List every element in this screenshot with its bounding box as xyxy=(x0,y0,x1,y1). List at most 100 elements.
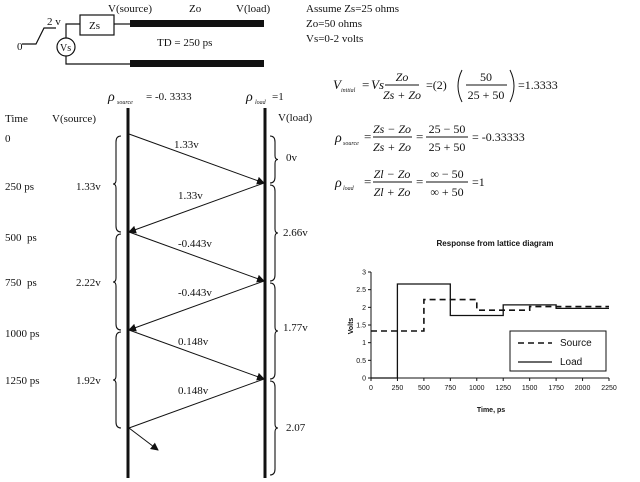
wave-label-1: 1.33v xyxy=(174,139,199,151)
eq1-f1-num: Zo xyxy=(396,70,409,84)
eq1-f2-den: 25 + 50 xyxy=(468,88,505,102)
chart-xlabel: Time, ps xyxy=(477,407,505,414)
eq1-f1-den: Zs + Zo xyxy=(383,88,421,102)
source-brace-1 xyxy=(112,233,122,331)
wave-label-4: -0.443v xyxy=(178,287,212,299)
wave-label-5: 0.148v xyxy=(178,336,209,348)
x-tick-label: 1750 xyxy=(548,385,564,392)
eq3-equals: = xyxy=(364,174,371,189)
legend-box xyxy=(509,330,607,372)
time-row-750: 750 ps xyxy=(5,277,37,289)
eq2-lhs: ρ xyxy=(334,131,342,146)
vload-column-header: V(load) xyxy=(278,112,313,124)
assumption-vs: Vs=0-2 volts xyxy=(306,33,363,45)
time-row-0: 0 xyxy=(5,133,11,145)
y-tick-label: 1 xyxy=(362,340,366,347)
x-tick-label: 1250 xyxy=(495,385,511,392)
series-source-line xyxy=(371,298,609,332)
x-tick-label: 0 xyxy=(369,385,373,392)
vsource-label: V(source) xyxy=(108,3,152,15)
rho-load-symbol: ρ xyxy=(245,90,253,105)
assumption-zo: Zo=50 ohms xyxy=(306,18,362,30)
response-chart: Response from lattice diagram Volts Time… xyxy=(348,239,617,414)
x-tick-label: 750 xyxy=(444,385,456,392)
y-tick-label: 2 xyxy=(362,305,366,312)
eq3-result: =1 xyxy=(472,175,485,189)
y-tick-label: 0.5 xyxy=(356,358,366,365)
eq3-f1-den: Zl + Zo xyxy=(374,185,411,199)
td-label: TD = 250 ps xyxy=(157,37,212,49)
source-braces xyxy=(112,135,122,429)
zs-box xyxy=(79,14,115,36)
y-tick-label: 0 xyxy=(362,376,366,383)
source-brace-0 xyxy=(112,135,122,233)
load-value-1: 2.66v xyxy=(283,227,308,239)
chart-legend: Source Load xyxy=(509,330,607,372)
eq1-mid: =(2) xyxy=(426,78,447,92)
eq1-lhs-sub: initial xyxy=(341,88,356,94)
equation-v-initial: V initial = Vs Zo Zs + Zo =(2) 50 25 + 5… xyxy=(333,69,558,103)
load-brace-2 xyxy=(269,282,279,380)
time-row-250: 250 ps xyxy=(5,181,34,193)
eq1-result: =1.3333 xyxy=(518,78,558,92)
wave-7 xyxy=(128,427,159,451)
load-value-3: 2.07 xyxy=(286,422,306,434)
eq1-f2-num: 50 xyxy=(480,70,492,84)
x-tick-label: 1000 xyxy=(469,385,485,392)
circuit-schematic xyxy=(22,14,130,65)
assumption-zs: Assume Zs=25 ohms xyxy=(306,3,399,15)
load-brace-3 xyxy=(269,380,279,476)
vsource-row-750: 2.22v xyxy=(76,277,101,289)
source-voltage-label: 2 v xyxy=(47,16,61,28)
x-tick-label: 1500 xyxy=(522,385,538,392)
vs-label: Vs xyxy=(60,43,71,54)
zs-label: Zs xyxy=(89,20,100,32)
load-brace-1 xyxy=(269,184,279,282)
eq2-f1-num: Zs − Zo xyxy=(373,122,411,136)
eq3-equals-2: = xyxy=(416,174,423,189)
time-row-500: 500 ps xyxy=(5,232,37,244)
load-braces xyxy=(269,135,279,476)
legend-source-label: Source xyxy=(560,338,592,349)
wave-1 xyxy=(128,133,265,185)
rho-source-value: = -0. 3333 xyxy=(146,91,192,103)
wire-return xyxy=(65,56,130,65)
rho-source-subscript: source xyxy=(117,100,133,106)
wave-6 xyxy=(128,378,265,429)
load-value-2: 1.77v xyxy=(283,322,308,334)
zero-label: 0 xyxy=(17,41,23,53)
wave-label-2: 1.33v xyxy=(178,190,203,202)
eq3-f2-den: ∞ + 50 xyxy=(430,185,463,199)
rho-load-subscript: load xyxy=(255,100,267,106)
wave-4 xyxy=(128,280,265,332)
eq2-f2-den: 25 + 50 xyxy=(429,140,466,154)
wire-top xyxy=(65,23,80,38)
time-column-header: Time xyxy=(5,113,28,125)
vload-label: V(load) xyxy=(236,3,271,15)
equation-rho-load: ρ load = Zl − Zo Zl + Zo = ∞ − 50 ∞ + 50… xyxy=(334,167,485,199)
eq2-lhs-sub: source xyxy=(343,141,359,147)
x-tick-label: 2000 xyxy=(575,385,591,392)
x-tick-label: 500 xyxy=(418,385,430,392)
load-brace-0 xyxy=(269,135,279,184)
load-value-0: 0v xyxy=(286,152,298,164)
x-tick-label: 2250 xyxy=(601,385,617,392)
eq2-f1-den: Zs + Zo xyxy=(373,140,411,154)
chart-title: Response from lattice diagram xyxy=(437,239,554,248)
x-tick-label: 250 xyxy=(392,385,404,392)
y-tick-label: 3 xyxy=(362,270,366,277)
eq1-equals: = xyxy=(362,77,369,92)
chart-ylabel: Volts xyxy=(348,318,355,335)
eq2-equals: = xyxy=(364,129,371,144)
eq1-vs: Vs xyxy=(371,77,384,92)
tline-bottom-conductor xyxy=(130,60,264,67)
time-row-1000: 1000 ps xyxy=(5,328,40,340)
wave-2 xyxy=(128,182,265,234)
vsource-row-250: 1.33v xyxy=(76,181,101,193)
wave-label-6: 0.148v xyxy=(178,385,209,397)
eq2-f2-num: 25 − 50 xyxy=(429,122,466,136)
eq2-equals-2: = xyxy=(416,129,423,144)
eq3-f2-num: ∞ − 50 xyxy=(430,167,463,181)
tline-top-conductor xyxy=(130,20,264,27)
